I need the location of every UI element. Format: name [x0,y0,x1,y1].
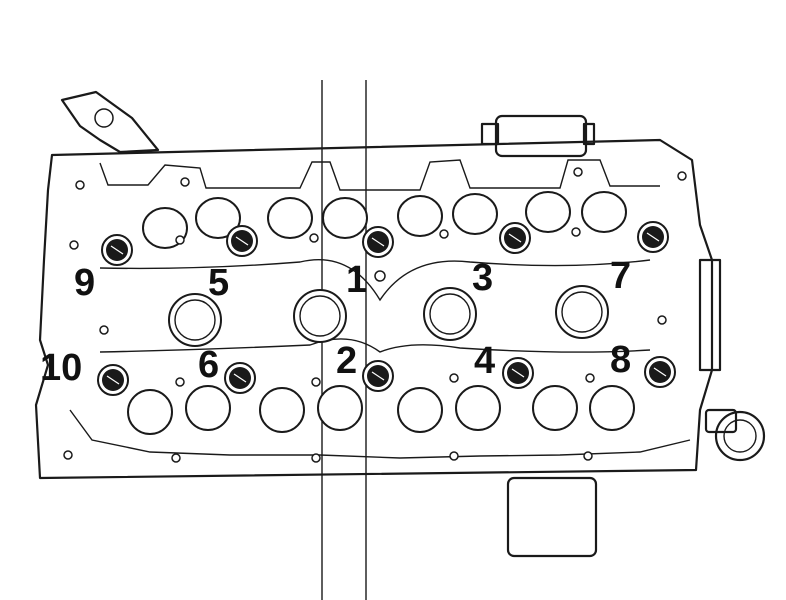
sensor-housing [480,114,596,158]
head-bolt-5 [226,225,258,257]
lifting-bracket [60,90,160,154]
head-bolt-3 [499,222,531,254]
sequence-label-6: 6 [198,344,219,386]
head-bolt-6 [224,362,256,394]
sequence-label-9: 9 [74,262,95,304]
cylinder-head-body [34,138,766,480]
sequence-label-8: 8 [610,339,631,381]
head-bolt-10 [97,364,129,396]
head-bolt-1 [362,226,394,258]
head-bolt-7 [637,221,669,253]
spark-plug-bores [168,285,609,347]
sequence-label-5: 5 [208,262,229,304]
support-stand [321,80,598,600]
exhaust-valve-ports [127,385,635,435]
head-bolt-4 [502,357,534,389]
head-bolts [97,221,676,396]
sequence-label-4: 4 [474,340,495,382]
sequence-label-10: 10 [40,347,82,389]
sequence-label-3: 3 [472,257,493,299]
mounting-holes [63,167,687,463]
head-bolt-8 [644,356,676,388]
sequence-label-7: 7 [610,255,631,297]
head-bolt-2 [362,360,394,392]
sequence-label-2: 2 [336,340,357,382]
sequence-label-1: 1 [346,259,367,301]
head-bolt-9 [101,234,133,266]
sequence-labels: 1 2 3 4 5 6 7 8 9 10 [40,255,631,389]
